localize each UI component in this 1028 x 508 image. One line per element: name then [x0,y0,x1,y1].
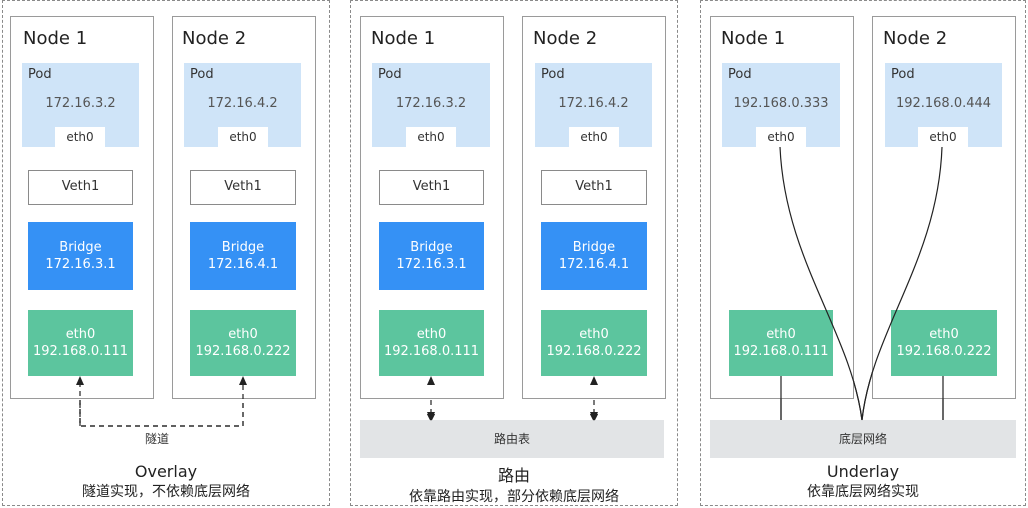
node-title: Node 2 [883,28,948,49]
pod-label: Pod [190,67,214,82]
bridge-box: Bridge 172.16.3.1 [28,222,133,290]
route-arrowhead-n1-down [427,412,435,421]
node-eth0-box: eth0 192.168.0.222 [541,310,647,376]
eth-ip: 192.168.0.222 [195,344,291,359]
route-arrowhead-n1-up [427,376,435,385]
bridge-ip: 172.16.4.1 [207,257,279,272]
veth-box: Veth1 [379,170,484,205]
underlay-network-bar: 底层网络 [710,420,1016,458]
pod-eth0: eth0 [406,127,456,147]
caption-title: Overlay [134,462,198,481]
route-arrowhead-n2-down [590,412,598,421]
pod-eth0: eth0 [756,127,806,147]
bridge-ip: 172.16.3.1 [45,257,116,272]
tunnel-line [79,382,244,427]
pod-label: Pod [728,67,752,82]
eth-ip: 192.168.0.111 [383,344,480,359]
eth-label: eth0 [766,327,796,342]
pod-eth0: eth0 [918,127,968,147]
overlay-panel [2,0,330,506]
caption-title: Underlay [826,462,900,481]
node-title: Node 1 [23,28,88,49]
bridge-label: Bridge [221,240,265,255]
caption-subtitle: 依靠底层网络实现 [807,484,919,500]
pod-eth0: eth0 [55,127,105,147]
caption-title: 路由 [497,466,530,485]
eth-ip: 192.168.0.222 [546,344,642,359]
bridge-box: Bridge 172.16.4.1 [190,222,296,290]
overlay-caption: Overlay 隧道实现，不依赖底层网络 [2,462,330,501]
pod-eth0: eth0 [218,127,268,147]
underlay-caption: Underlay 依靠底层网络实现 [700,462,1026,501]
eth-label: eth0 [65,327,96,342]
node-eth0-box: eth0 192.168.0.222 [891,310,997,376]
routing-caption: 路由 依靠路由实现，部分依赖底层网络 [350,462,678,506]
bridge-box: Bridge 172.16.3.1 [379,222,484,290]
eth-label: eth0 [228,327,258,342]
underlay-panel [700,0,1026,506]
pod-label: Pod [28,67,52,82]
caption-subtitle: 隧道实现，不依赖底层网络 [82,484,250,500]
eth-label: eth0 [579,327,609,342]
pod-label: Pod [378,67,402,82]
tunnel-label: 隧道 [145,432,170,446]
underlay-cable-node1 [779,146,863,421]
bridge-ip: 172.16.3.1 [396,257,467,272]
pod-ip: 172.16.3.2 [395,96,467,111]
node-title: Node 2 [182,28,247,49]
eth-label: eth0 [929,327,959,342]
node-eth0-box: eth0 192.168.0.111 [729,310,833,376]
pod-label: Pod [891,67,915,82]
pod-ip: 192.168.0.444 [895,96,992,111]
node-eth0-box: eth0 192.168.0.222 [190,310,296,376]
node-title: Node 1 [371,28,436,49]
node-title: Node 2 [533,28,598,49]
pod-ip: 172.16.4.2 [207,96,278,111]
pod-eth0: eth0 [569,127,619,147]
veth-box: Veth1 [190,170,296,205]
eth-ip: 192.168.0.111 [32,344,129,359]
node-title: Node 1 [721,28,786,49]
node-eth0-box: eth0 192.168.0.111 [28,310,133,376]
pod-label: Pod [541,67,565,82]
route-arrowhead-n2-up [590,376,598,385]
pod-ip: 172.16.4.2 [558,96,629,111]
route-table-bar: 路由表 [360,420,664,458]
veth-box: Veth1 [541,170,647,205]
tunnel-arrowhead-right [239,376,247,385]
tunnel-arrowhead-left [76,376,84,385]
bridge-label: Bridge [572,240,616,255]
eth-ip: 192.168.0.222 [896,344,992,359]
eth-label: eth0 [416,327,447,342]
pod-ip: 172.16.3.2 [45,96,116,111]
pod-ip: 192.168.0.333 [733,96,829,111]
bridge-box: Bridge 172.16.4.1 [541,222,647,290]
eth-ip: 192.168.0.111 [733,344,829,359]
veth-box: Veth1 [28,170,133,205]
routing-panel [350,0,678,506]
bridge-label: Bridge [410,240,453,255]
bridge-ip: 172.16.4.1 [558,257,630,272]
node-eth0-box: eth0 192.168.0.111 [379,310,484,376]
bridge-label: Bridge [59,240,102,255]
underlay-cable-node2 [861,146,943,421]
caption-subtitle: 依靠路由实现，部分依赖底层网络 [409,489,619,505]
